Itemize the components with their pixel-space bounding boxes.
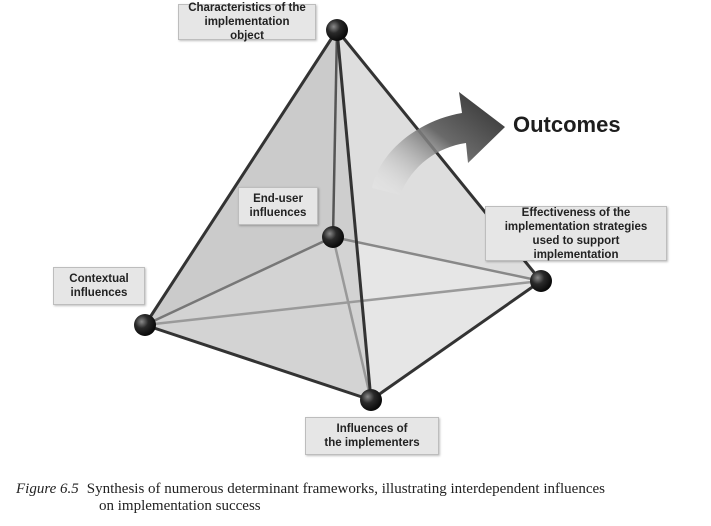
figure-caption: Figure 6.5 Synthesis of numerous determin… <box>16 481 706 515</box>
node-end-user <box>322 226 344 248</box>
label-implementation-object: Characteristics of the implementation ob… <box>178 2 316 42</box>
node-apex <box>326 19 348 41</box>
label-line: the implementers <box>324 437 420 449</box>
edge-enduser-contextual <box>144 235 334 327</box>
edge-implementers-effectiveness <box>370 279 542 402</box>
label-line: implementation strategies <box>504 220 648 233</box>
edge-enduser-effectiveness <box>332 235 542 283</box>
node-contextual <box>134 314 156 336</box>
edge-apex-contextual <box>143 29 339 326</box>
figure-label: Figure 6.5 <box>16 481 79 497</box>
edge-apex-enduser <box>331 29 339 238</box>
label-line: Characteristics of the <box>188 2 306 14</box>
pyramid-diagram <box>134 19 552 411</box>
node-implementers <box>360 389 382 411</box>
caption-line-1: Synthesis of numerous determinant framew… <box>86 481 605 497</box>
label-line: End-user <box>253 193 303 205</box>
label-line: influences <box>249 207 307 219</box>
label-line: Effectiveness of the <box>521 206 631 219</box>
edge-contextual-implementers <box>144 323 372 402</box>
label-end-user-influences: End-user influences <box>238 187 318 225</box>
label-contextual-influences: Contextual influences <box>53 267 145 305</box>
label-line: used to support implementation <box>532 234 620 261</box>
node-effectiveness <box>530 270 552 292</box>
edge-contextual-effectiveness <box>144 279 542 327</box>
outcomes-label: Outcomes <box>513 112 621 137</box>
caption-line-2: on implementation success <box>99 498 261 514</box>
edge-enduser-implementers <box>331 236 373 401</box>
outcomes-arrow <box>372 92 505 195</box>
label-implementers-influences: Influences of the implementers <box>305 417 439 455</box>
label-line: Influences of <box>336 423 408 435</box>
face-front-right <box>337 30 541 400</box>
label-line: implementation object <box>204 16 290 42</box>
label-line: influences <box>70 287 128 299</box>
label-line: Contextual <box>69 273 129 285</box>
label-effectiveness-strategies: Effectiveness of the implementation stra… <box>485 206 667 261</box>
edge-apex-implementers <box>335 29 373 401</box>
